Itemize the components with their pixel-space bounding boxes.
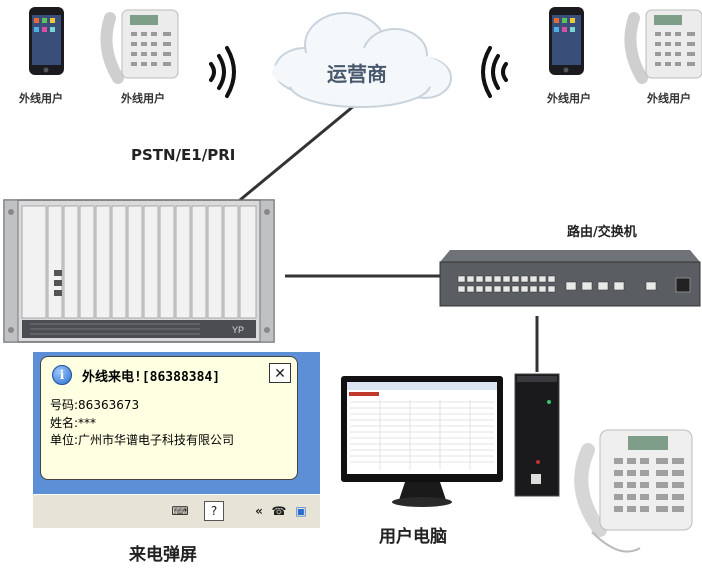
wireless-left-icon [209,46,236,98]
caller-company: 单位:广州市华谱电子科技有限公司 [50,433,235,447]
outside-user-label-2: 外线用户 [121,92,165,105]
system-taskbar [33,494,320,528]
caller-number: 号码:86363673 [50,398,140,412]
close-button[interactable]: ✕ [269,363,291,383]
user-monitor [341,376,503,507]
incoming-call-balloon [40,356,298,480]
outside-user-label-1: 外线用户 [19,92,63,105]
network-tray-icon[interactable]: ▣ [295,504,307,518]
pstn-label: PSTN/E1/PRI [131,146,236,164]
expand-tray-icon[interactable]: « [255,504,263,518]
screen-pop-label: 来电弹屏 [129,545,197,565]
info-icon: i [52,365,72,385]
pc-tower [514,373,560,497]
switch-ports [457,275,657,293]
popup-title: 外线来电![86388384] [82,370,221,385]
pbx-card-slots [21,205,257,319]
desk-phone-2 [624,9,702,84]
link-cloud-to-pbx [239,103,356,202]
carrier-cloud [272,12,452,108]
outside-user-label-4: 外线用户 [647,92,691,105]
svg-text:YP: YP [232,325,244,335]
help-icon[interactable]: ? [204,501,224,521]
wireless-right-icon [481,46,508,98]
cloud-label: 运营商 [327,62,387,86]
smartphone-2 [549,7,584,75]
caller-name: 姓名:*** [50,416,97,430]
network-switch [439,250,701,307]
switch-label: 路由/交换机 [567,225,637,240]
monitor-spreadsheet [350,400,494,470]
user-pc-label: 用户电脑 [379,527,447,547]
pbx-chassis: YP [3,199,275,343]
outside-user-label-3: 外线用户 [547,92,591,105]
phone-tray-icon[interactable]: ☎ [271,504,287,518]
desk-phone-1 [100,9,179,84]
desk-phone-3 [574,429,693,553]
keyboard-icon[interactable]: ⌨ [171,504,189,518]
smartphone-1 [29,7,64,75]
